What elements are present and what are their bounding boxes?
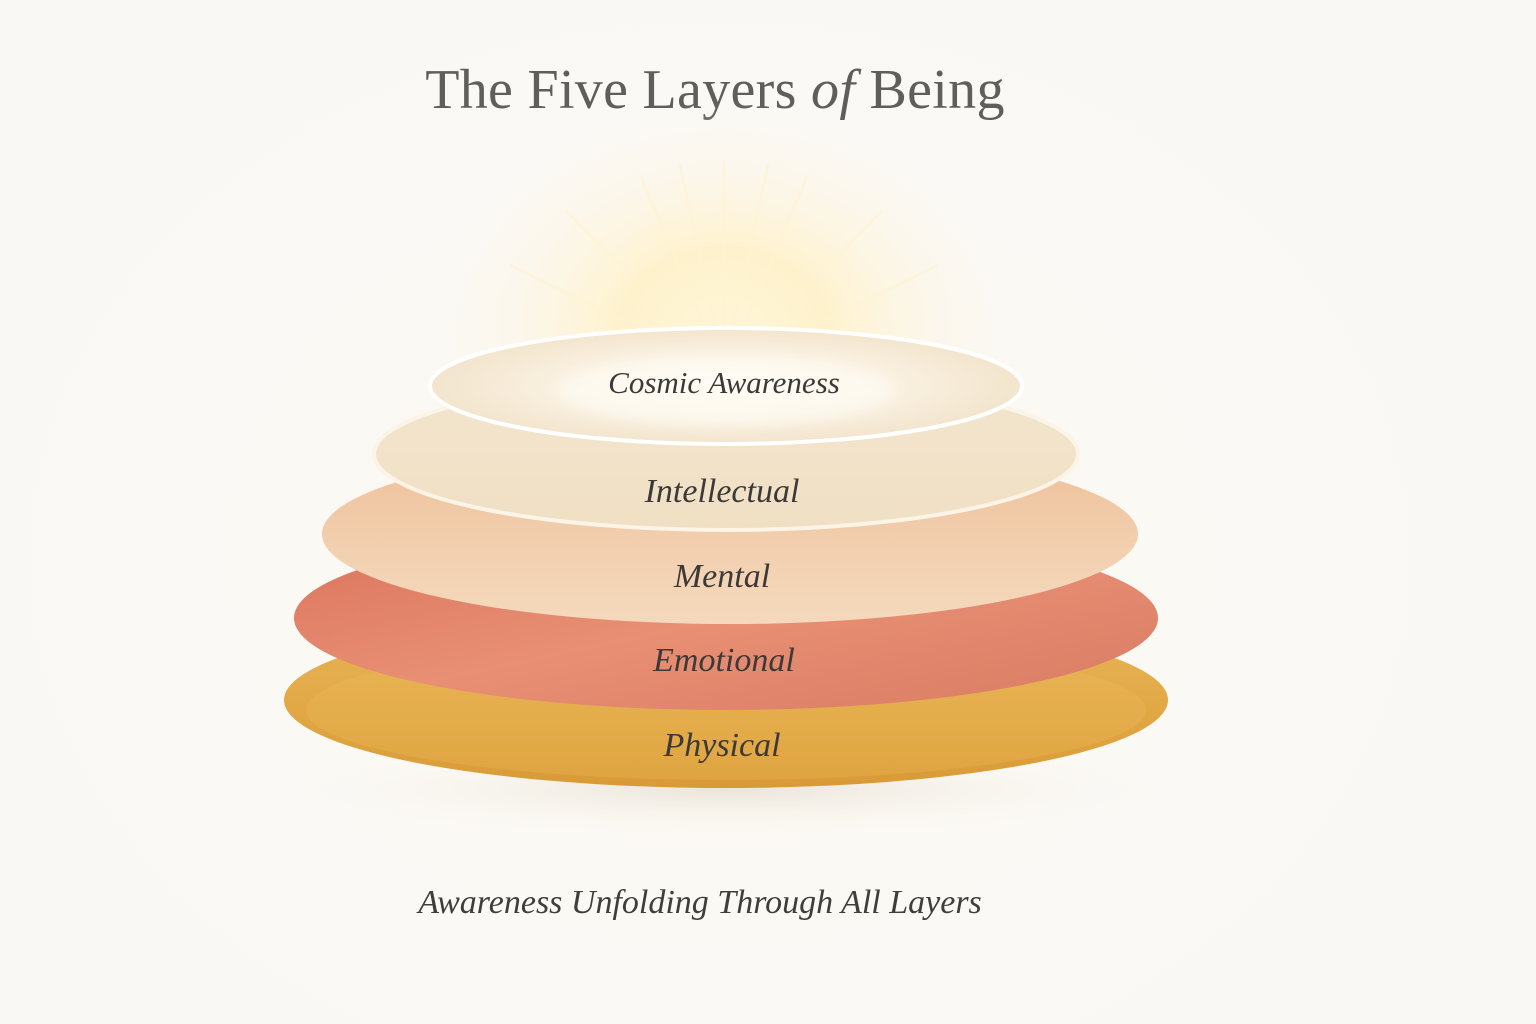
- diagram-caption: Awareness Unfolding Through All Layers: [418, 884, 982, 921]
- title-suffix: Being: [855, 59, 1005, 121]
- page-title: The Five Layers of Being: [300, 58, 1130, 122]
- layer-label-cosmic: Cosmic Awareness: [608, 365, 840, 400]
- layer-label-emotional: Emotional: [652, 642, 795, 679]
- layer-label-intellectual: Intellectual: [644, 473, 800, 510]
- title-connector: of: [811, 59, 856, 121]
- layer-label-physical: Physical: [662, 727, 780, 764]
- layer-cosmic-inner-glow: [556, 356, 896, 424]
- layer-label-mental: Mental: [673, 558, 770, 595]
